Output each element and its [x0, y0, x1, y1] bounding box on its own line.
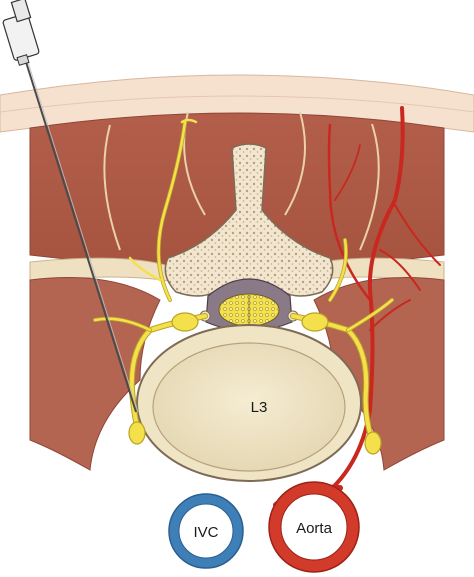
label-ivc: IVC — [193, 524, 218, 541]
sympathetic-ganglion-left — [129, 422, 145, 444]
vertebral-body — [137, 325, 361, 481]
label-aorta: Aorta — [296, 520, 333, 537]
sympathetic-ganglion-right — [365, 432, 381, 454]
label-l3: L3 — [251, 399, 268, 416]
